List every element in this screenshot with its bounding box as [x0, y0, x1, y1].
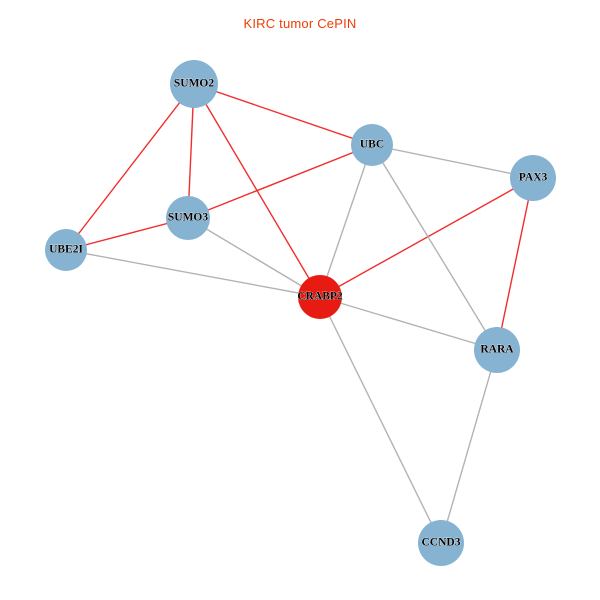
graph-edge	[319, 296, 442, 544]
graph-edge	[65, 249, 321, 298]
graph-edge	[65, 83, 195, 251]
graph-edge	[440, 349, 498, 544]
node-label: CCND3	[422, 537, 461, 549]
graph-edge	[371, 144, 534, 179]
node-label: PAX3	[519, 172, 548, 184]
node-label: UBE2I	[49, 244, 83, 256]
node-circle[interactable]	[166, 196, 210, 240]
node-label: SUMO3	[168, 212, 209, 224]
graph-edge	[496, 177, 534, 351]
node-circle[interactable]	[298, 275, 342, 319]
node-circle[interactable]	[351, 124, 393, 166]
graph-node-sumo2[interactable]: SUMO2	[170, 60, 218, 108]
node-label: SUMO2	[174, 78, 215, 90]
graph-node-ubc[interactable]: UBC	[351, 124, 393, 166]
node-circle[interactable]	[418, 520, 464, 566]
graph-edge	[187, 144, 373, 219]
graph-node-sumo3[interactable]: SUMO3	[166, 196, 210, 240]
graph-node-crabp2[interactable]: CRABP2	[297, 275, 343, 319]
graph-edge	[193, 83, 373, 146]
graph-node-ccnd3[interactable]: CCND3	[418, 520, 464, 566]
graph-edge	[187, 217, 321, 298]
node-circle[interactable]	[474, 327, 520, 373]
graph-edge	[319, 177, 534, 298]
graph-node-rara[interactable]: RARA	[474, 327, 520, 373]
node-circle[interactable]	[510, 155, 556, 201]
node-circle[interactable]	[45, 229, 87, 271]
node-circle[interactable]	[170, 60, 218, 108]
node-label: UBC	[360, 139, 384, 151]
graph-edge	[319, 296, 498, 351]
page-title: KIRC tumor CePIN	[243, 16, 357, 31]
node-label: CRABP2	[297, 291, 343, 303]
graph-edge	[319, 144, 373, 298]
graph-edge	[371, 144, 498, 351]
node-label: RARA	[480, 344, 514, 356]
graph-node-ube2i[interactable]: UBE2I	[45, 229, 87, 271]
graph-node-pax3[interactable]: PAX3	[510, 155, 556, 201]
edge-layer	[65, 83, 534, 544]
